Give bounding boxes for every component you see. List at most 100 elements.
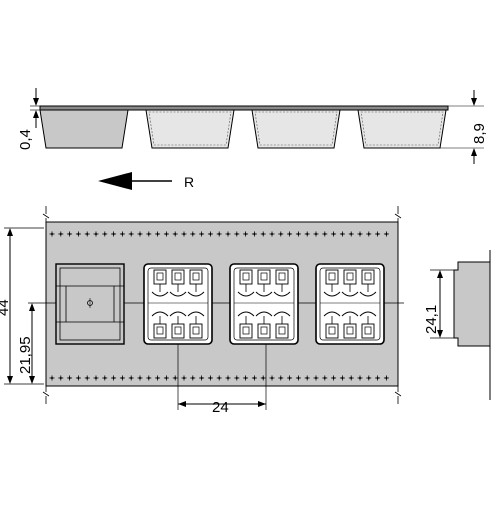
- sprocket-hole: [304, 375, 310, 381]
- terminal-clamp: [359, 311, 377, 339]
- sprocket-hole: [163, 375, 169, 381]
- direction-label: R: [184, 174, 194, 190]
- terminal-clamp: [273, 311, 291, 339]
- sprocket-hole: [295, 375, 301, 381]
- sprocket-hole: [383, 375, 389, 381]
- sprocket-hole: [172, 231, 178, 237]
- sprocket-hole: [331, 375, 337, 381]
- sprocket-hole: [84, 231, 90, 237]
- sprocket-hole: [260, 231, 266, 237]
- dim-width-label: 44: [0, 299, 12, 316]
- dim-pitch: 24: [177, 344, 267, 416]
- sprocket-hole: [207, 231, 213, 237]
- sprocket-hole: [269, 375, 275, 381]
- side-pocket-3: [251, 109, 341, 149]
- sprocket-hole: [322, 231, 328, 237]
- end-view: 24,1: [423, 250, 491, 400]
- sprocket-hole: [251, 231, 257, 237]
- sprocket-hole: [339, 375, 345, 381]
- side-dim-top-label: 0,4: [17, 129, 34, 150]
- sprocket-hole: [155, 231, 161, 237]
- sprocket-hole: [313, 375, 319, 381]
- sprocket-hole: [216, 375, 222, 381]
- sprocket-hole: [375, 375, 381, 381]
- terminal-clamp: [323, 269, 341, 297]
- sprocket-hole: [119, 375, 125, 381]
- terminal-clamp: [273, 269, 291, 297]
- sprocket-hole: [111, 375, 117, 381]
- sprocket-hole: [137, 231, 143, 237]
- sprocket-hole: [207, 375, 213, 381]
- sprocket-hole: [366, 231, 372, 237]
- sprocket-hole: [339, 231, 345, 237]
- sprocket-hole: [93, 231, 99, 237]
- sprocket-hole: [199, 375, 205, 381]
- pocket-component-3: [229, 263, 299, 345]
- sprocket-hole: [49, 231, 55, 237]
- sprocket-hole: [366, 375, 372, 381]
- sprocket-hole: [128, 375, 134, 381]
- pocket-width-label: 24,1: [423, 305, 440, 334]
- terminal-clamp: [151, 269, 169, 297]
- terminal-clamp: [341, 311, 359, 339]
- direction-arrow: R: [98, 172, 194, 190]
- sprocket-hole: [260, 375, 266, 381]
- sprocket-hole: [190, 231, 196, 237]
- sprocket-hole: [322, 375, 328, 381]
- sprocket-hole: [234, 231, 240, 237]
- side-pocket-1: [39, 109, 129, 149]
- terminal-clamp: [187, 311, 205, 339]
- sprocket-hole: [331, 231, 337, 237]
- sprocket-hole: [278, 375, 284, 381]
- sprocket-hole: [146, 231, 152, 237]
- sprocket-hole: [357, 231, 363, 237]
- dim-width: 44: [0, 227, 44, 385]
- sprocket-hole: [137, 375, 143, 381]
- sprocket-hole: [102, 231, 108, 237]
- sprocket-hole: [111, 231, 117, 237]
- pocket-component-4: [315, 263, 385, 345]
- sprocket-hole: [243, 375, 249, 381]
- sprocket-hole: [348, 231, 354, 237]
- sprocket-hole: [287, 375, 293, 381]
- side-pocket-2: [145, 109, 235, 149]
- pocket-component-2: [143, 263, 213, 345]
- terminal-clamp: [169, 269, 187, 297]
- sprocket-hole: [199, 231, 205, 237]
- side-pocket-4: [357, 109, 447, 149]
- sprocket-holes-top: [49, 231, 389, 237]
- terminal-clamp: [341, 269, 359, 297]
- sprocket-hole: [93, 375, 99, 381]
- pocket-empty: [55, 263, 125, 345]
- sprocket-hole: [67, 375, 73, 381]
- sprocket-hole: [155, 375, 161, 381]
- sprocket-hole: [58, 231, 64, 237]
- end-profile: [453, 261, 491, 347]
- terminal-clamp: [255, 269, 273, 297]
- sprocket-hole: [375, 231, 381, 237]
- sprocket-hole: [67, 231, 73, 237]
- terminal-clamp: [169, 311, 187, 339]
- top-view: 44 21,95 24: [0, 206, 404, 416]
- side-dim-depth-label: 8,9: [471, 123, 488, 144]
- terminal-clamp: [255, 311, 273, 339]
- terminal-clamp: [151, 311, 169, 339]
- sprocket-hole: [225, 231, 231, 237]
- sprocket-hole: [269, 231, 275, 237]
- sprocket-hole: [234, 375, 240, 381]
- terminal-clamp: [323, 311, 341, 339]
- side-top-sheet: [39, 105, 449, 111]
- side-view: 0,4 8,9: [17, 88, 488, 164]
- sprocket-hole: [348, 375, 354, 381]
- sprocket-hole: [278, 231, 284, 237]
- terminal-clamp: [187, 269, 205, 297]
- component-pockets: [143, 263, 385, 345]
- dim-pitch-label: 24: [212, 399, 229, 416]
- sprocket-hole: [172, 375, 178, 381]
- sprocket-hole: [146, 375, 152, 381]
- sprocket-hole: [49, 375, 55, 381]
- terminal-clamp: [237, 311, 255, 339]
- dim-hole-offset-label: 21,95: [17, 336, 34, 374]
